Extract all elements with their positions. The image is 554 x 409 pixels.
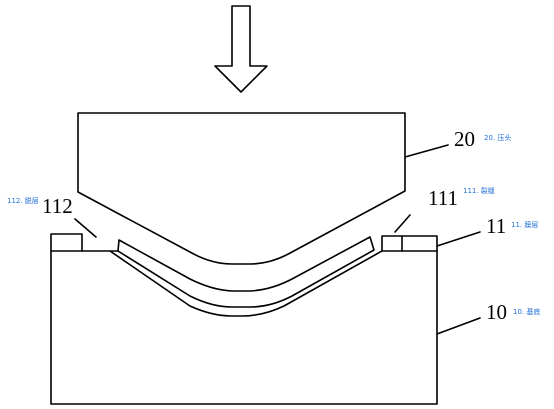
leader-line-film xyxy=(436,231,481,247)
label-crack-number: 111 xyxy=(428,186,458,210)
indenter-shape xyxy=(77,112,406,265)
label-film-note: 11. 膜层 xyxy=(511,220,538,229)
label-delamination-note: 112. 脱层 xyxy=(7,196,39,205)
label-substrate-number: 10 xyxy=(486,300,507,324)
film-bent-segment xyxy=(117,236,375,308)
leader-line-crack xyxy=(394,214,411,233)
leader-line-substrate xyxy=(436,317,481,335)
label-indenter-note: 20. 压头 xyxy=(484,133,511,142)
leader-line-delamination xyxy=(74,218,97,238)
film-right-segment xyxy=(381,235,438,252)
label-crack-note: 111. 裂缝 xyxy=(463,186,495,195)
label-film-number: 11 xyxy=(486,214,506,238)
down-arrow-icon xyxy=(214,5,268,93)
label-delamination-number: 112 xyxy=(42,194,73,218)
leader-line-indenter xyxy=(404,144,449,158)
label-indenter-number: 20 xyxy=(454,127,475,151)
label-substrate-note: 10. 基底 xyxy=(513,307,540,316)
film-left-segment xyxy=(50,233,83,252)
substrate-shape xyxy=(50,250,438,405)
